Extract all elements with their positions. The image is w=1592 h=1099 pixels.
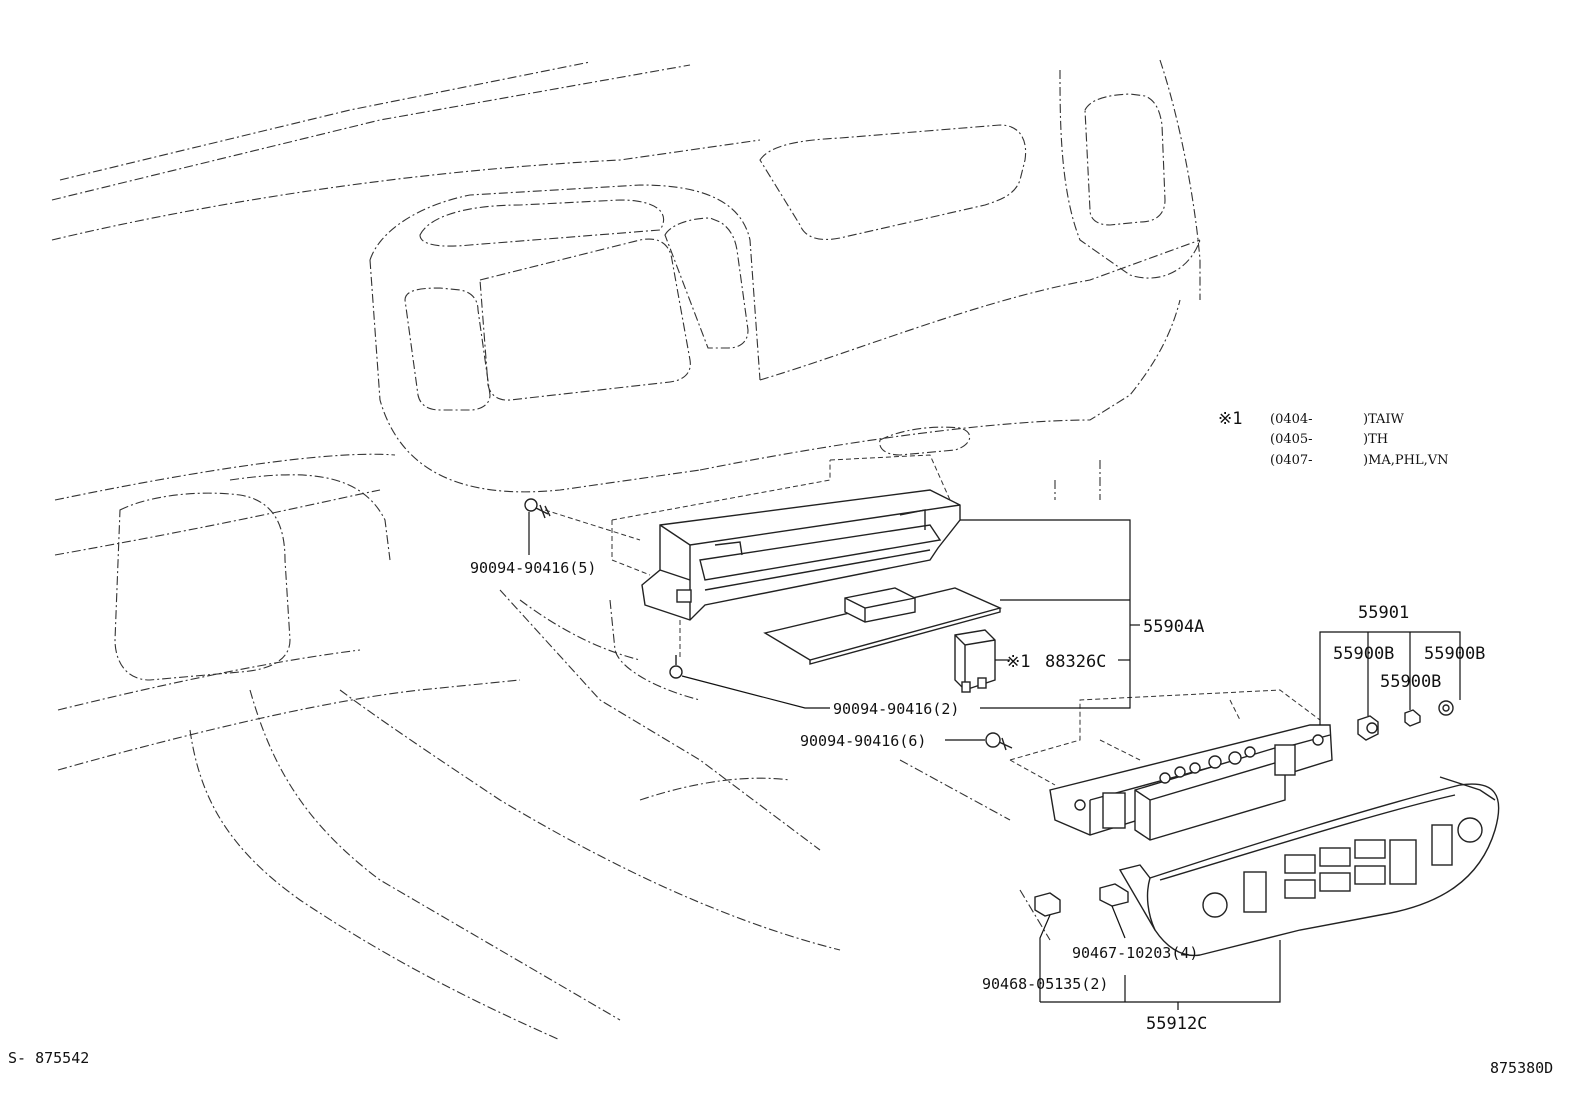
label-drawing-ref: 875380D [1490, 1059, 1553, 1077]
knob-left [1357, 715, 1379, 741]
note-mark: ※1 [1218, 409, 1242, 429]
circuit-board [763, 587, 1003, 665]
knob-right [1438, 700, 1454, 716]
label-screw-lower: 90094-90416(2) [833, 700, 959, 718]
leader-lines [528, 512, 1461, 1010]
label-sheet-ref: S- 875542 [8, 1049, 89, 1067]
note-row-code: (0407- [1270, 453, 1313, 468]
panel-bezel [1118, 776, 1500, 957]
note-row-regions: )TAIW [1363, 412, 1405, 427]
relay-component [954, 629, 996, 693]
projection-lines [544, 454, 1321, 786]
label-bracket-assy: 55904A [1143, 617, 1204, 637]
label-screw-upper: 90094-90416(5) [470, 559, 596, 577]
note-row-regions: )MA,PHL,VN [1363, 453, 1449, 468]
label-knob-right: 55900B [1424, 644, 1485, 664]
screw-mid [985, 732, 1013, 751]
screw-upper [524, 498, 551, 519]
label-relay-part: 88326C [1045, 652, 1106, 672]
label-knob-mid: 55900B [1380, 672, 1441, 692]
part-labels: 90094-90416(5) 90094-90416(2) 90094-9041… [8, 559, 1553, 1077]
clip-left [1034, 892, 1061, 917]
clip-right [1099, 883, 1129, 907]
note-row-code: (0405- [1270, 432, 1313, 447]
control-panel [1049, 724, 1333, 841]
screw-lower [669, 655, 683, 679]
label-clip-right: 90467-10203(4) [1072, 944, 1198, 962]
label-panel-assy: 55901 [1358, 603, 1409, 623]
label-bezel-assy: 55912C [1146, 1014, 1207, 1034]
knob-mid [1404, 709, 1421, 727]
bracket-assembly [641, 489, 961, 621]
label-knob-left: 55900B [1333, 644, 1394, 664]
label-relay-mark: ※1 [1006, 652, 1030, 672]
note-row-code: (0404- [1270, 412, 1313, 427]
label-screw-mid: 90094-90416(6) [800, 732, 926, 750]
label-clip-left: 90468-05135(2) [982, 975, 1108, 993]
note-row-regions: )TH [1363, 432, 1388, 447]
dashboard-outline [51, 59, 1201, 1041]
applicability-note: ※1 (0404- )TAIW (0405- )TH (0407- )MA,PH… [1218, 409, 1449, 468]
